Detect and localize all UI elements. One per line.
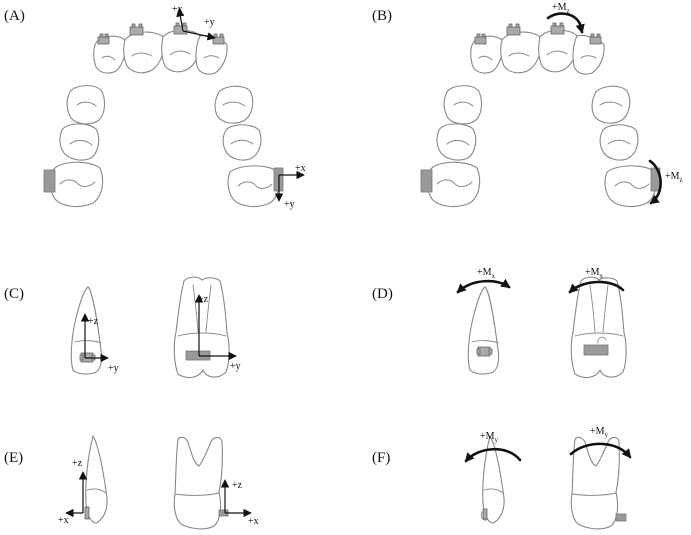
moment-label-my-canine: +My <box>480 431 499 444</box>
panel-label-c: (C) <box>4 286 24 302</box>
moment-arrow-mx-molar <box>568 280 625 294</box>
axis-label-y-canine: +y <box>108 363 119 374</box>
moment-arrow-my-molar <box>569 442 632 459</box>
axis-label-z-canine-e: +z <box>72 458 83 469</box>
axis-label-x-molar-e: +x <box>248 516 259 527</box>
axis-label-z-molar-e: +z <box>232 480 243 491</box>
panel-label-f: (F) <box>372 450 390 466</box>
axis-arrow-y-bracket <box>182 30 216 41</box>
molar-buccal-d <box>570 276 627 379</box>
axis-label-z-molar: +z <box>198 294 209 305</box>
canine-bracket-f <box>482 508 488 520</box>
moment-label-mz-incisor: +Mz <box>552 2 570 15</box>
molar-mesial-f <box>570 436 620 530</box>
axis-arrow-x-bracket <box>176 8 185 32</box>
moment-arrow-mz-molar <box>648 159 662 205</box>
canine-bracket-e <box>84 506 90 520</box>
panel-label-b: (B) <box>372 8 392 24</box>
axis-label-y-tube: +y <box>284 199 295 210</box>
canine-bracket-d <box>476 346 493 357</box>
moment-label-mz-molar: +Mz <box>665 171 683 184</box>
molar-buccal-c <box>173 276 230 379</box>
moment-arrow-my-canine <box>464 447 522 463</box>
canine-labial-d <box>467 286 500 375</box>
axis-label-x-tube: +x <box>295 163 306 174</box>
moment-arrow-mx-canine <box>456 278 511 294</box>
panel-label-d: (D) <box>372 286 393 302</box>
moment-label-mx-canine: +Mx <box>477 267 496 280</box>
moment-label-mx-molar: +Mx <box>585 267 604 280</box>
dental-arch-a <box>43 22 284 208</box>
axis-label-x-bracket: +x <box>172 4 183 15</box>
dental-arch-b <box>420 22 661 208</box>
panel-label-e: (E) <box>4 450 23 466</box>
molar-tube-f <box>615 513 627 522</box>
axis-label-y-molar: +y <box>230 361 241 372</box>
panel-e: (E) +z +x +z +x <box>4 435 259 530</box>
panel-c: (C) +z +y +z +y <box>4 276 241 379</box>
axis-label-z-canine: +z <box>88 316 99 327</box>
panel-d: (D) +Mx +Mx <box>372 267 627 379</box>
moment-label-my-molar: +My <box>590 426 609 439</box>
moment-arrow-mz-incisor <box>546 12 585 34</box>
molar-tube-d <box>583 344 609 356</box>
axis-label-y-bracket: +y <box>204 17 215 28</box>
panel-a: (A) +x +y +x +y <box>4 4 306 210</box>
panel-f: (F) +My +My <box>372 426 632 530</box>
molar-hook-d <box>597 336 607 344</box>
axis-label-x-canine-e: +x <box>58 515 69 526</box>
molar-mesial-e <box>173 436 223 530</box>
panel-b: (B) +Mz +Mz <box>372 2 683 208</box>
panel-label-a: (A) <box>4 8 25 24</box>
